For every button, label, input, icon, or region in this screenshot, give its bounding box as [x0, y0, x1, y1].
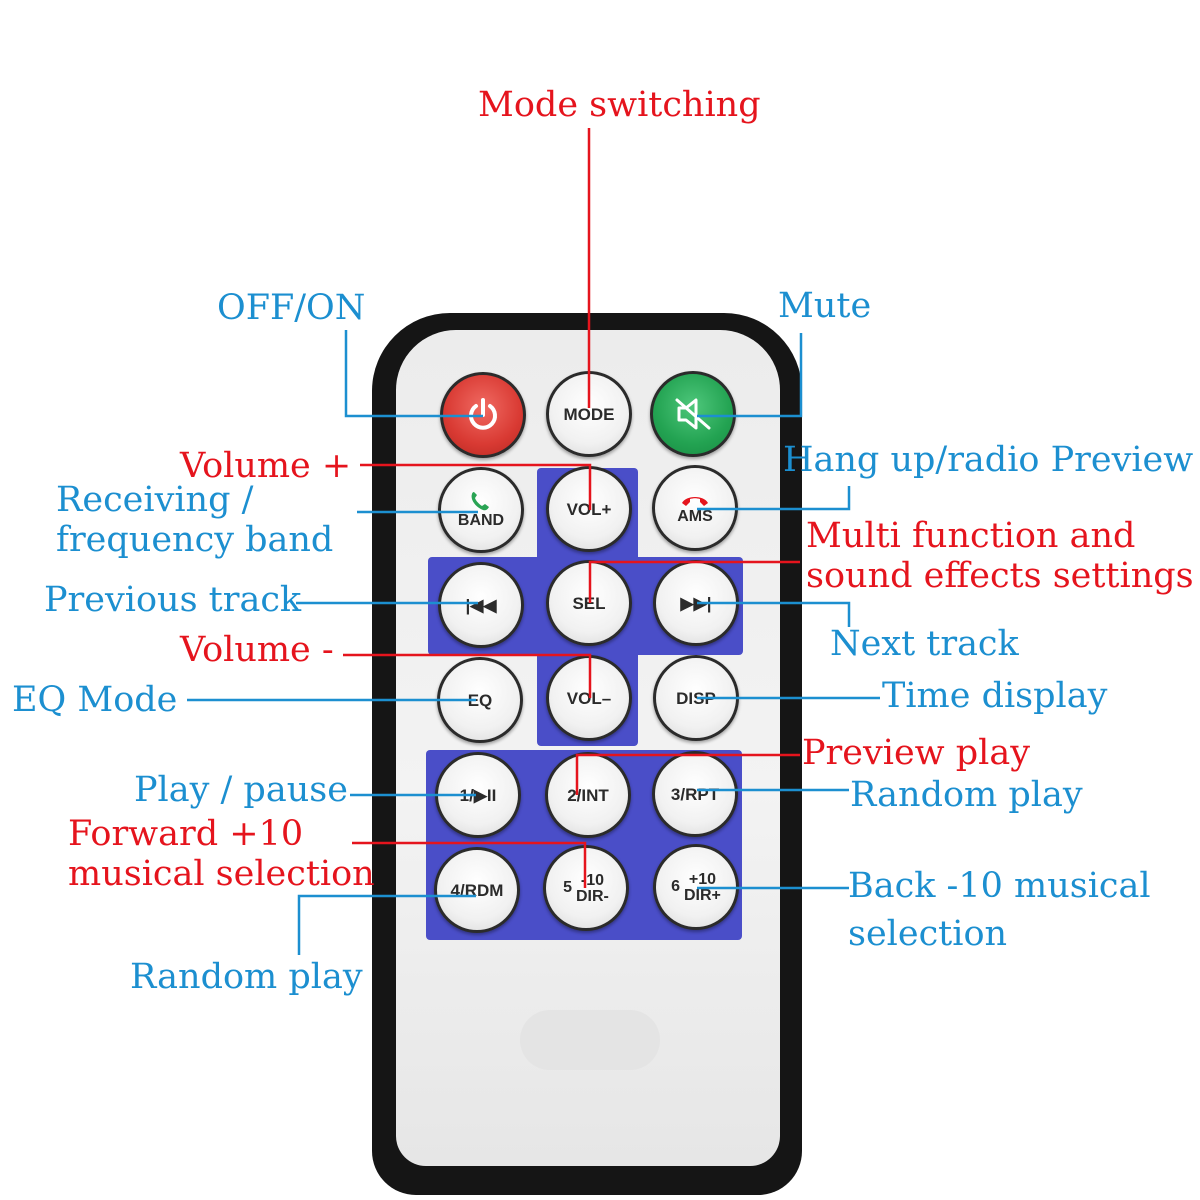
play-pause-button[interactable]: 1/▶II: [435, 752, 521, 838]
dir-plus-button[interactable]: 6 +10 DIR+: [653, 844, 739, 930]
label-hang-up: Hang up/radio Preview: [783, 440, 1194, 480]
disp-button-label: DISP: [676, 688, 716, 708]
label-preview-play: Preview play: [802, 733, 1030, 773]
label-receiving-2: frequency band: [56, 520, 334, 560]
play-pause-button-label: 1/▶II: [459, 785, 497, 805]
rdm-button[interactable]: 4/RDM: [434, 847, 520, 933]
dir-plus-button-number: 6: [671, 878, 680, 895]
previous-track-button[interactable]: |◀◀: [438, 562, 524, 648]
ams-button[interactable]: AMS: [652, 465, 738, 551]
label-next-track: Next track: [830, 624, 1019, 664]
rpt-button-label: 3/RPT: [670, 784, 720, 804]
int-button-label: 2/INT: [567, 785, 609, 805]
label-volume-up: Volume +: [180, 446, 352, 486]
label-random-play-left: Random play: [130, 957, 363, 997]
next-track-button-label: ▶▶|: [680, 593, 712, 613]
label-receiving-1: Receiving /: [56, 480, 254, 520]
band-button-label: BAND: [457, 512, 505, 529]
disp-button[interactable]: DISP: [653, 655, 739, 741]
dir-plus-button-bottom: DIR+: [684, 887, 721, 904]
mute-speaker-icon: [675, 398, 711, 430]
vol-down-button[interactable]: VOL–: [546, 655, 632, 741]
label-multi-1: Multi function and: [806, 516, 1136, 556]
label-forward-1: Forward +10: [68, 814, 304, 854]
ir-emitter-window: [520, 1010, 660, 1070]
label-previous-track: Previous track: [44, 580, 302, 620]
dir-minus-button-top: -10: [580, 872, 604, 889]
vol-down-button-label: VOL–: [566, 688, 612, 708]
power-button[interactable]: [440, 372, 526, 458]
label-mute: Mute: [778, 286, 872, 326]
label-volume-down: Volume -: [180, 630, 334, 670]
dir-plus-button-top: +10: [688, 871, 717, 888]
dir-minus-button[interactable]: 5 -10 DIR-: [543, 845, 629, 931]
vol-up-button[interactable]: VOL+: [546, 466, 632, 552]
mode-button-label: MODE: [563, 404, 615, 424]
phone-hangup-icon: [682, 497, 708, 506]
dir-minus-button-face: 5 -10 DIR-: [563, 871, 609, 905]
int-button[interactable]: 2/INT: [545, 752, 631, 838]
eq-button-label: EQ: [467, 690, 493, 710]
previous-track-button-label: |◀◀: [465, 595, 497, 615]
eq-button[interactable]: EQ: [437, 657, 523, 743]
mode-button[interactable]: MODE: [546, 371, 632, 457]
dir-minus-button-number: 5: [563, 879, 572, 896]
band-button[interactable]: BAND: [438, 467, 524, 553]
sel-button-label: SEL: [572, 593, 606, 613]
dir-minus-button-stack: -10 DIR-: [576, 871, 609, 905]
phone-answer-icon: [471, 492, 489, 511]
vol-up-button-label: VOL+: [566, 499, 612, 519]
label-play-pause: Play / pause: [134, 770, 348, 810]
dir-plus-button-face: 6 +10 DIR+: [671, 870, 721, 904]
rpt-button[interactable]: 3/RPT: [652, 751, 738, 837]
label-back-1: Back -10 musical: [848, 866, 1151, 906]
ams-button-label: AMS: [677, 508, 713, 525]
label-multi-2: sound effects settings: [806, 556, 1194, 596]
label-back-2: selection: [848, 914, 1008, 954]
mute-button[interactable]: [650, 371, 736, 457]
sel-button[interactable]: SEL: [546, 560, 632, 646]
label-mode-switching: Mode switching: [478, 85, 761, 125]
label-time-display: Time display: [882, 676, 1108, 716]
label-forward-2: musical selection: [68, 854, 375, 894]
label-eq-mode: EQ Mode: [12, 680, 178, 720]
label-random-play-right: Random play: [850, 775, 1083, 815]
dir-minus-button-bottom: DIR-: [576, 888, 609, 905]
next-track-button[interactable]: ▶▶|: [653, 560, 739, 646]
power-icon: [469, 398, 497, 430]
label-off-on: OFF/ON: [217, 288, 366, 328]
rdm-button-label: 4/RDM: [450, 880, 504, 900]
dir-plus-button-stack: +10 DIR+: [684, 870, 721, 904]
